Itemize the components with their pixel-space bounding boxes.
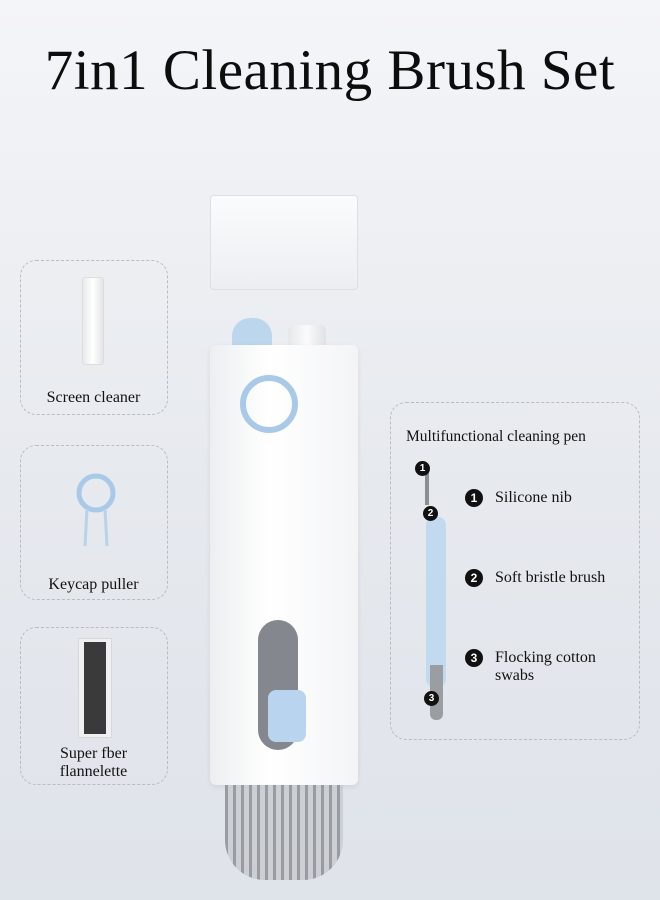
slider-button — [268, 690, 306, 742]
keycap-puller-image — [76, 473, 116, 547]
pen-marker-1: 1 — [415, 461, 430, 476]
feature-number: 1 — [465, 489, 483, 507]
brush-set-body — [210, 345, 358, 785]
feature-label: Soft bristle brush — [495, 569, 606, 586]
page-title: 7in1 Cleaning Brush Set — [44, 39, 616, 102]
keycap-ring — [240, 375, 298, 433]
bristle-brush — [225, 785, 343, 880]
flannelette-label-line1: Super fber — [59, 745, 128, 762]
screen-cleaner-label: Screen cleaner — [46, 389, 141, 406]
feature-number: 2 — [465, 569, 483, 587]
spray-bottle-image — [82, 277, 104, 365]
cleaning-pen-panel — [390, 402, 640, 740]
brush-set-lid — [210, 195, 358, 290]
keycap-puller-label: Keycap puller — [48, 576, 139, 593]
pen-nib — [425, 470, 429, 505]
flannelette-label-line2: flannelette — [59, 763, 128, 780]
pen-marker-2: 2 — [423, 506, 438, 521]
feature-label: Silicone nib — [495, 489, 572, 506]
feature-label-line2: swabs — [495, 667, 535, 684]
feature-label-line1: Flocking cotton — [495, 649, 596, 666]
flannelette-image — [78, 638, 112, 738]
screen-cleaner-card: Screen cleaner — [20, 260, 168, 415]
flannelette-card: Super fber flannelette — [20, 627, 168, 785]
pen-panel-heading: Multifunctional cleaning pen — [406, 428, 586, 445]
keycap-puller-card: Keycap puller — [20, 445, 168, 600]
pen-body — [426, 517, 446, 687]
feature-number: 3 — [465, 649, 483, 667]
pen-marker-3: 3 — [424, 691, 439, 706]
